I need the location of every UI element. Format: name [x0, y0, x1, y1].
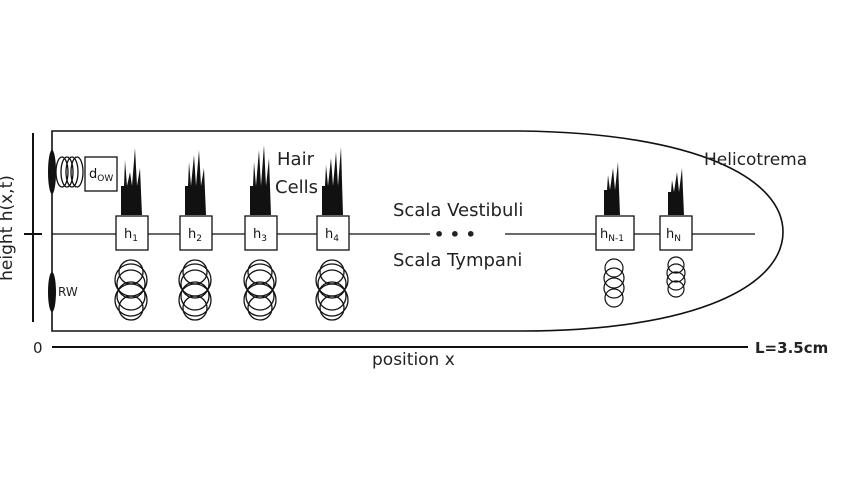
svg-text:h2: h2 [188, 227, 202, 244]
hair-bundle [604, 162, 620, 215]
mass-box [115, 215, 149, 251]
oval-window-damper-box: dOW [84, 156, 118, 192]
element-label: h [325, 227, 333, 242]
hair-bundle [121, 148, 142, 215]
hair-bundle [322, 147, 343, 215]
x-axis-end-label: L=3.5cm [755, 339, 828, 357]
oval-window [48, 150, 56, 194]
hair-cell-element: hN-1 [595, 162, 635, 308]
helicotrema-label: Helicotrema [704, 150, 807, 170]
spring-coil [178, 259, 212, 321]
mass-box [179, 215, 213, 251]
scala-vestibuli-label: Scala Vestibuli [393, 200, 523, 221]
element-label: h [124, 227, 132, 242]
hair-cells-label-line2: Cells [275, 177, 318, 198]
svg-text:hN-1: hN-1 [600, 227, 624, 244]
continuation-ellipsis: • • • [434, 225, 476, 244]
hair-cell-element: hN [659, 168, 693, 298]
spring-coil [666, 256, 686, 298]
scala-tympani-label: Scala Tympani [393, 250, 522, 271]
element-label: h [188, 227, 196, 242]
hair-cell-element: h3 [243, 145, 278, 321]
element-label: h [600, 227, 608, 242]
mass-box [244, 215, 278, 251]
round-window [48, 272, 56, 312]
element-label: h [666, 227, 674, 242]
mass-box [316, 215, 350, 251]
spring-coil [603, 258, 625, 308]
hair-cell-element: h1 [114, 148, 149, 321]
hair-cells-label-line1: Hair [277, 149, 315, 170]
round-window-label: RW [58, 285, 78, 299]
hair-cell-element: h2 [178, 150, 213, 321]
hair-cell-element: h4 [315, 147, 350, 321]
spring-coil [315, 259, 349, 321]
svg-text:hN: hN [666, 227, 681, 244]
svg-text:h3: h3 [253, 227, 267, 244]
mass-box [659, 215, 693, 251]
cochlea-outline [51, 130, 784, 332]
svg-text:h1: h1 [124, 227, 138, 244]
spring-coil [114, 259, 148, 321]
x-axis-origin-label: 0 [33, 339, 43, 357]
spring-coil [243, 259, 277, 321]
element-label: h [253, 227, 261, 242]
oval-window-spring [55, 156, 84, 188]
hair-bundle [250, 145, 271, 215]
x-axis-label: position x [372, 350, 455, 370]
hair-bundle [668, 168, 684, 215]
svg-text:dOW: dOW [89, 167, 113, 184]
mass-box [595, 215, 635, 251]
svg-text:h4: h4 [325, 227, 339, 244]
hair-bundle [185, 150, 206, 215]
y-axis-label: height h(x,t) [0, 175, 17, 281]
